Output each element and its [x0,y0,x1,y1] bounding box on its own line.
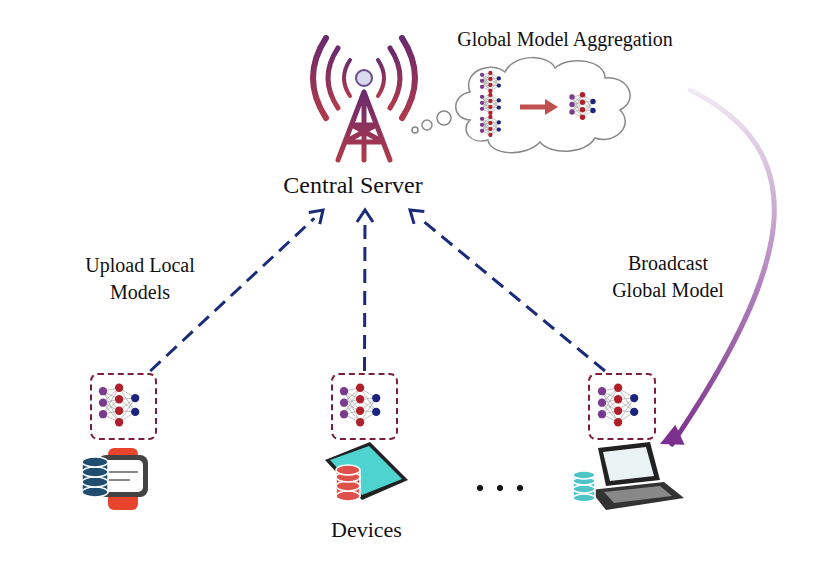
neuron [488,133,492,137]
database-icon [82,457,108,497]
neuron [598,410,606,418]
device-model-box [90,373,157,440]
upload-label: Upload Local Models [78,252,202,306]
neuron [356,407,364,415]
arrowhead [357,210,373,222]
connector [357,210,373,371]
neuron [488,127,492,131]
cloud-outline [456,58,630,153]
neuron [488,93,492,97]
neuron [480,95,484,99]
neuron [480,73,484,77]
neuron [480,129,484,133]
neuron [99,399,107,407]
neuron [488,77,492,81]
neuron [372,394,380,402]
neuron [115,384,123,392]
neuron [497,83,501,87]
neuron [99,387,107,395]
neuron [488,111,492,115]
thought-bubbles [412,111,451,133]
aggregation-arrow [520,105,545,110]
neuron [497,105,501,109]
neuron [480,117,484,121]
neuron [569,102,574,107]
neuron [131,408,139,416]
neuron [480,123,484,127]
tower-tip [356,70,372,86]
neuron [131,394,139,402]
arrowhead [660,425,685,445]
connector [410,210,605,371]
neuron [488,105,492,109]
laptop-icon [590,442,684,510]
neuron [340,410,348,418]
neuron [614,407,622,415]
neuron [340,387,348,395]
neuron [598,399,606,407]
neuron [614,418,622,426]
server-node: Central Server [250,45,690,210]
neuron [569,109,574,114]
neuron [115,395,123,403]
ellipsis-dots [477,485,523,491]
neuron [356,395,364,403]
neuron [488,115,492,119]
aggregation-title: Global Model Aggregation [420,26,710,53]
neuron [590,108,595,113]
neuron [614,384,622,392]
arrowhead [309,210,323,224]
device-model-box [588,373,656,440]
neuron [598,387,606,395]
neuron [614,395,622,403]
neuron [630,408,638,416]
neuron [497,98,501,102]
neuron [480,107,484,111]
smartphone-icon [325,442,408,500]
neuron [356,384,364,392]
neuron [497,120,501,124]
neuron [630,394,638,402]
arrowhead [410,210,424,224]
neuron [580,100,585,105]
neuron [480,85,484,89]
neuron [340,399,348,407]
device-label: Devices [293,515,440,545]
neuron [569,94,574,99]
upload-arrow [419,218,605,371]
neuron [488,71,492,75]
tower-icon [313,38,415,160]
neuron [480,101,484,105]
neuron [488,99,492,103]
neuron [480,79,484,83]
neuron [99,410,107,418]
neuron [356,418,364,426]
neuron [488,89,492,93]
neuron [488,121,492,125]
upload-arrow [363,222,366,371]
neuron [580,92,585,97]
database-icon [336,465,360,501]
aggregation-arrowhead [545,99,558,115]
neuron [115,407,123,415]
neuron [497,127,501,131]
server-label: Central Server [250,169,456,201]
neuron [372,408,380,416]
neuron [115,418,123,426]
neuron [497,76,501,80]
database-icon [573,471,595,502]
neuron [580,115,585,120]
neuron [590,99,595,104]
neuron [580,107,585,112]
neuron [488,83,492,87]
broadcast-label: Broadcast Global Model [604,250,732,304]
device-model-box: Devices [331,373,398,440]
